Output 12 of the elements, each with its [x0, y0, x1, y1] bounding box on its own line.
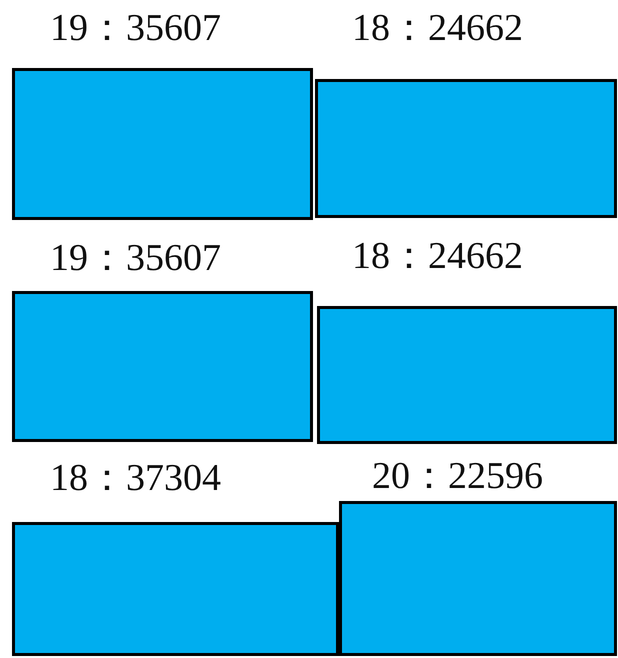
rectangle-block: [12, 68, 313, 220]
block-label: 19：35607: [50, 236, 221, 280]
block-label: 20：22596: [372, 454, 543, 498]
rectangle-block: [339, 501, 617, 656]
rectangle-block: [12, 522, 339, 656]
block-label: 19：35607: [50, 6, 221, 50]
rectangle-block: [12, 291, 313, 442]
block-label: 18：24662: [352, 234, 523, 278]
block-label: 18：24662: [352, 6, 523, 50]
block-label: 18：37304: [50, 456, 221, 500]
rectangle-block: [317, 306, 617, 444]
rectangle-block: [315, 79, 617, 218]
